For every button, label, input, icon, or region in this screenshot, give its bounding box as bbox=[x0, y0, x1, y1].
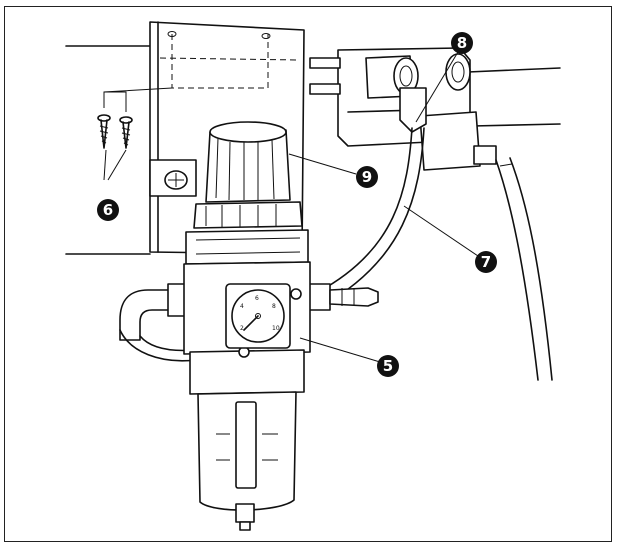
gauge-scale-label: 4 bbox=[240, 303, 244, 310]
callout-5-label: 5 bbox=[383, 357, 393, 375]
callout-7-label: 7 bbox=[481, 253, 491, 271]
hose-nipple bbox=[299, 283, 379, 311]
callout-6: 6 bbox=[97, 199, 119, 221]
solenoid-valve-block bbox=[309, 47, 497, 171]
inlet-elbow bbox=[119, 283, 197, 362]
gauge-scale-label: 10 bbox=[272, 325, 280, 332]
callout-8-label: 8 bbox=[457, 34, 467, 52]
machine-frame-lines bbox=[65, 45, 561, 255]
callout-8: 8 bbox=[451, 32, 473, 54]
power-cable bbox=[495, 157, 553, 381]
callout-5: 5 bbox=[377, 355, 399, 377]
pressure-gauge: 2 4 6 8 10 bbox=[225, 283, 291, 349]
gauge-scale-label: 6 bbox=[255, 295, 259, 302]
filter-bowl bbox=[197, 391, 297, 531]
regulator-knob bbox=[193, 121, 303, 229]
callout-9-label: 9 bbox=[362, 168, 372, 186]
callout-7: 7 bbox=[475, 251, 497, 273]
callout-9: 9 bbox=[356, 166, 378, 188]
air-hose bbox=[317, 127, 425, 307]
gauge-scale-label: 2 bbox=[240, 325, 244, 332]
wood-screw-right bbox=[119, 116, 133, 149]
callout-6-label: 6 bbox=[103, 201, 113, 219]
figure-frame bbox=[4, 6, 612, 542]
gauge-scale-label: 8 bbox=[272, 303, 276, 310]
wood-screw-left bbox=[97, 114, 111, 149]
leader-lines bbox=[103, 51, 479, 363]
